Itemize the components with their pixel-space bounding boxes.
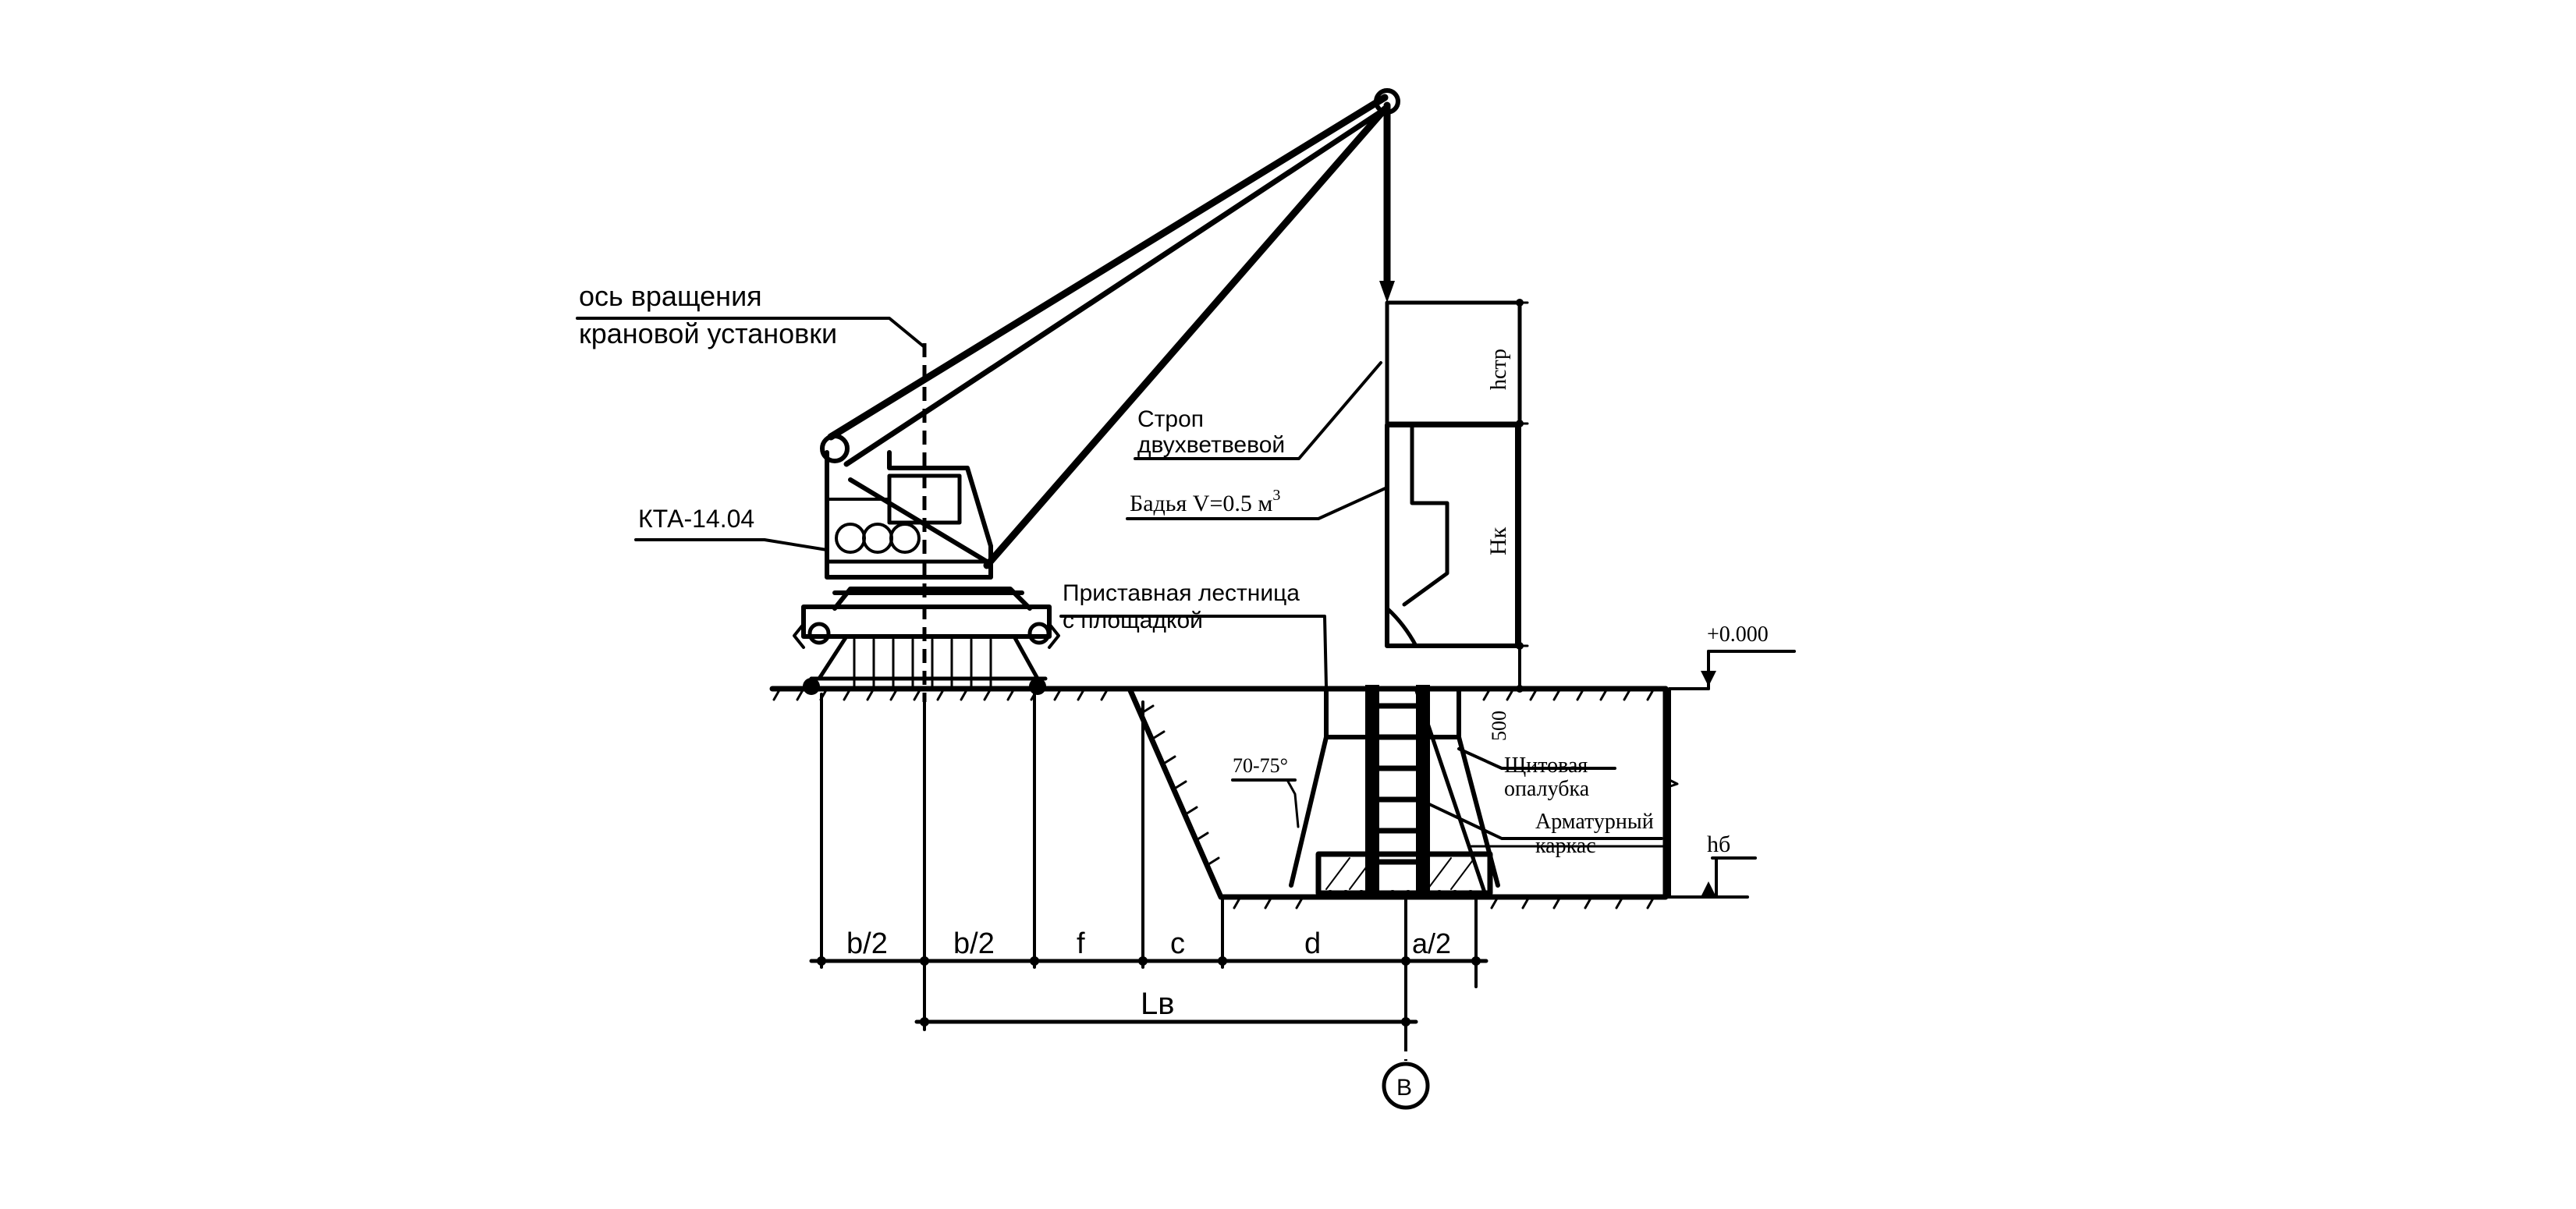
- formwork-label-2: опалубка: [1504, 777, 1590, 801]
- crane: [793, 88, 1400, 695]
- horizontal-dimensions: [809, 343, 1488, 1110]
- dim-h-sling: hстр: [1487, 349, 1511, 390]
- sling-label-1: Строп: [1137, 406, 1204, 432]
- text-labels: ось вращения крановой установки КТА-14.0…: [579, 280, 1769, 1101]
- formwork-label-1: Щитовая: [1504, 753, 1588, 778]
- axis-marker-label: В: [1396, 1075, 1412, 1101]
- dim-c: c: [1170, 927, 1185, 960]
- leader-lines: [576, 317, 1663, 840]
- dim-reach: Lв: [1141, 987, 1175, 1021]
- formwork-upper: [1324, 688, 1461, 739]
- dim-d: d: [1304, 927, 1321, 960]
- dim-500: 500: [1488, 711, 1510, 741]
- rotation-axis-label-2: крановой установки: [579, 317, 837, 349]
- vertical-dimensions: [1386, 299, 1796, 899]
- dim-f: f: [1077, 927, 1085, 960]
- dim-a-half: a/2: [1412, 927, 1451, 959]
- crane-model-label: КТА-14.04: [638, 505, 754, 533]
- dim-h-bucket: Нк: [1485, 526, 1511, 555]
- dim-h-pit: hб: [1707, 831, 1730, 857]
- rebar-label-1: Арматурный: [1535, 810, 1654, 834]
- foundation: [1289, 685, 1500, 899]
- rotation-axis-label-1: ось вращения: [579, 280, 762, 312]
- rebar-cage: [1365, 685, 1430, 892]
- sling-label-2: двухветвевой: [1137, 432, 1285, 458]
- dim-b-half-1: b/2: [846, 927, 888, 960]
- ladder-label-2: с площадкой: [1063, 608, 1203, 633]
- dim-b-half-2: b/2: [953, 927, 995, 960]
- crane-boom: [820, 88, 1400, 569]
- rebar-label-2: каркас: [1535, 834, 1596, 858]
- hook-line: [1379, 101, 1395, 303]
- axis-bubble: [1382, 1062, 1430, 1110]
- crane-cab: [825, 450, 1024, 595]
- level-mark-label: +0.000: [1707, 622, 1769, 647]
- slope-angle-label: 70-75°: [1233, 754, 1288, 777]
- bucket-label: Бадья V=0.5 м3: [1130, 487, 1280, 516]
- ground: [769, 686, 1669, 701]
- ladder-label-1: Приставная лестница: [1063, 580, 1300, 606]
